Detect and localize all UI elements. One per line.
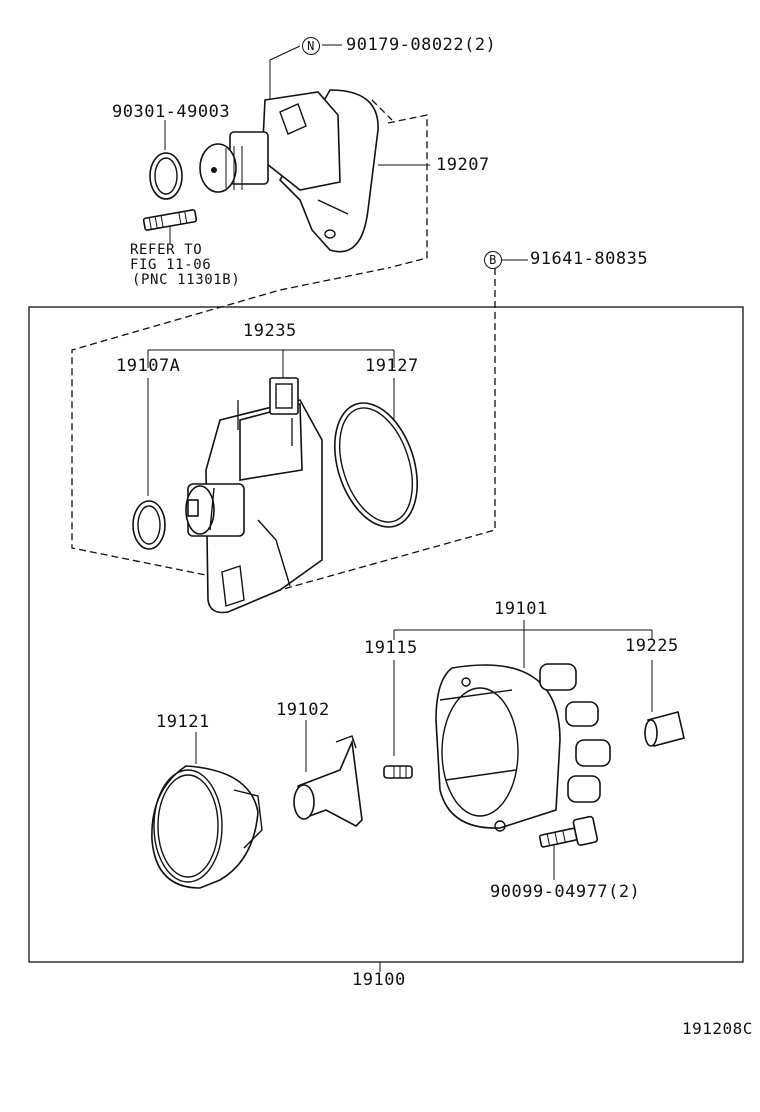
label-19235: 19235 (243, 321, 297, 341)
b-symbol-badge: B (484, 251, 502, 269)
label-oring-top: 90301-49003 (112, 102, 231, 122)
label-assembly: 19100 (352, 970, 406, 990)
bracket-19101 (393, 620, 653, 668)
label-bolt: 90099-04977(2) (490, 882, 641, 902)
rotor-19102 (293, 735, 363, 827)
n-symbol-text: N (307, 39, 315, 53)
bracket-19235 (147, 349, 395, 378)
leader-n-to-part (269, 45, 301, 100)
n-symbol-badge: N (302, 37, 320, 55)
stud-bolt (142, 209, 198, 231)
oring-19127 (334, 402, 418, 528)
label-19101: 19101 (494, 599, 548, 619)
label-19127: 19127 (365, 356, 419, 376)
label-refer-1: REFER TO (130, 242, 203, 258)
housing-19207 (199, 89, 379, 253)
body-dashed-outline (279, 268, 496, 591)
cover-19121 (151, 765, 263, 889)
label-19107a: 19107A (116, 356, 181, 376)
label-refer-2: FIG 11-06 (130, 257, 212, 273)
label-housing: 19207 (436, 155, 490, 175)
label-b-part: 91641-80835 (530, 249, 649, 269)
cap-19225 (644, 711, 685, 747)
label-19115: 19115 (364, 638, 418, 658)
label-figure-code: 191208C (682, 1019, 753, 1038)
label-n-part: 90179-08022(2) (346, 35, 497, 55)
b-symbol-text: B (489, 253, 497, 267)
bolt-90099 (538, 815, 599, 848)
label-19102: 19102 (276, 700, 330, 720)
distributor-cap-19101 (435, 663, 611, 832)
assembly-frame (28, 306, 744, 963)
spring-19115 (383, 765, 413, 779)
label-19225: 19225 (625, 636, 679, 656)
housing-dashed-outline (387, 114, 428, 269)
label-refer-3: (PNC 11301B) (132, 272, 241, 288)
distributor-body (185, 377, 323, 614)
label-19121: 19121 (156, 712, 210, 732)
